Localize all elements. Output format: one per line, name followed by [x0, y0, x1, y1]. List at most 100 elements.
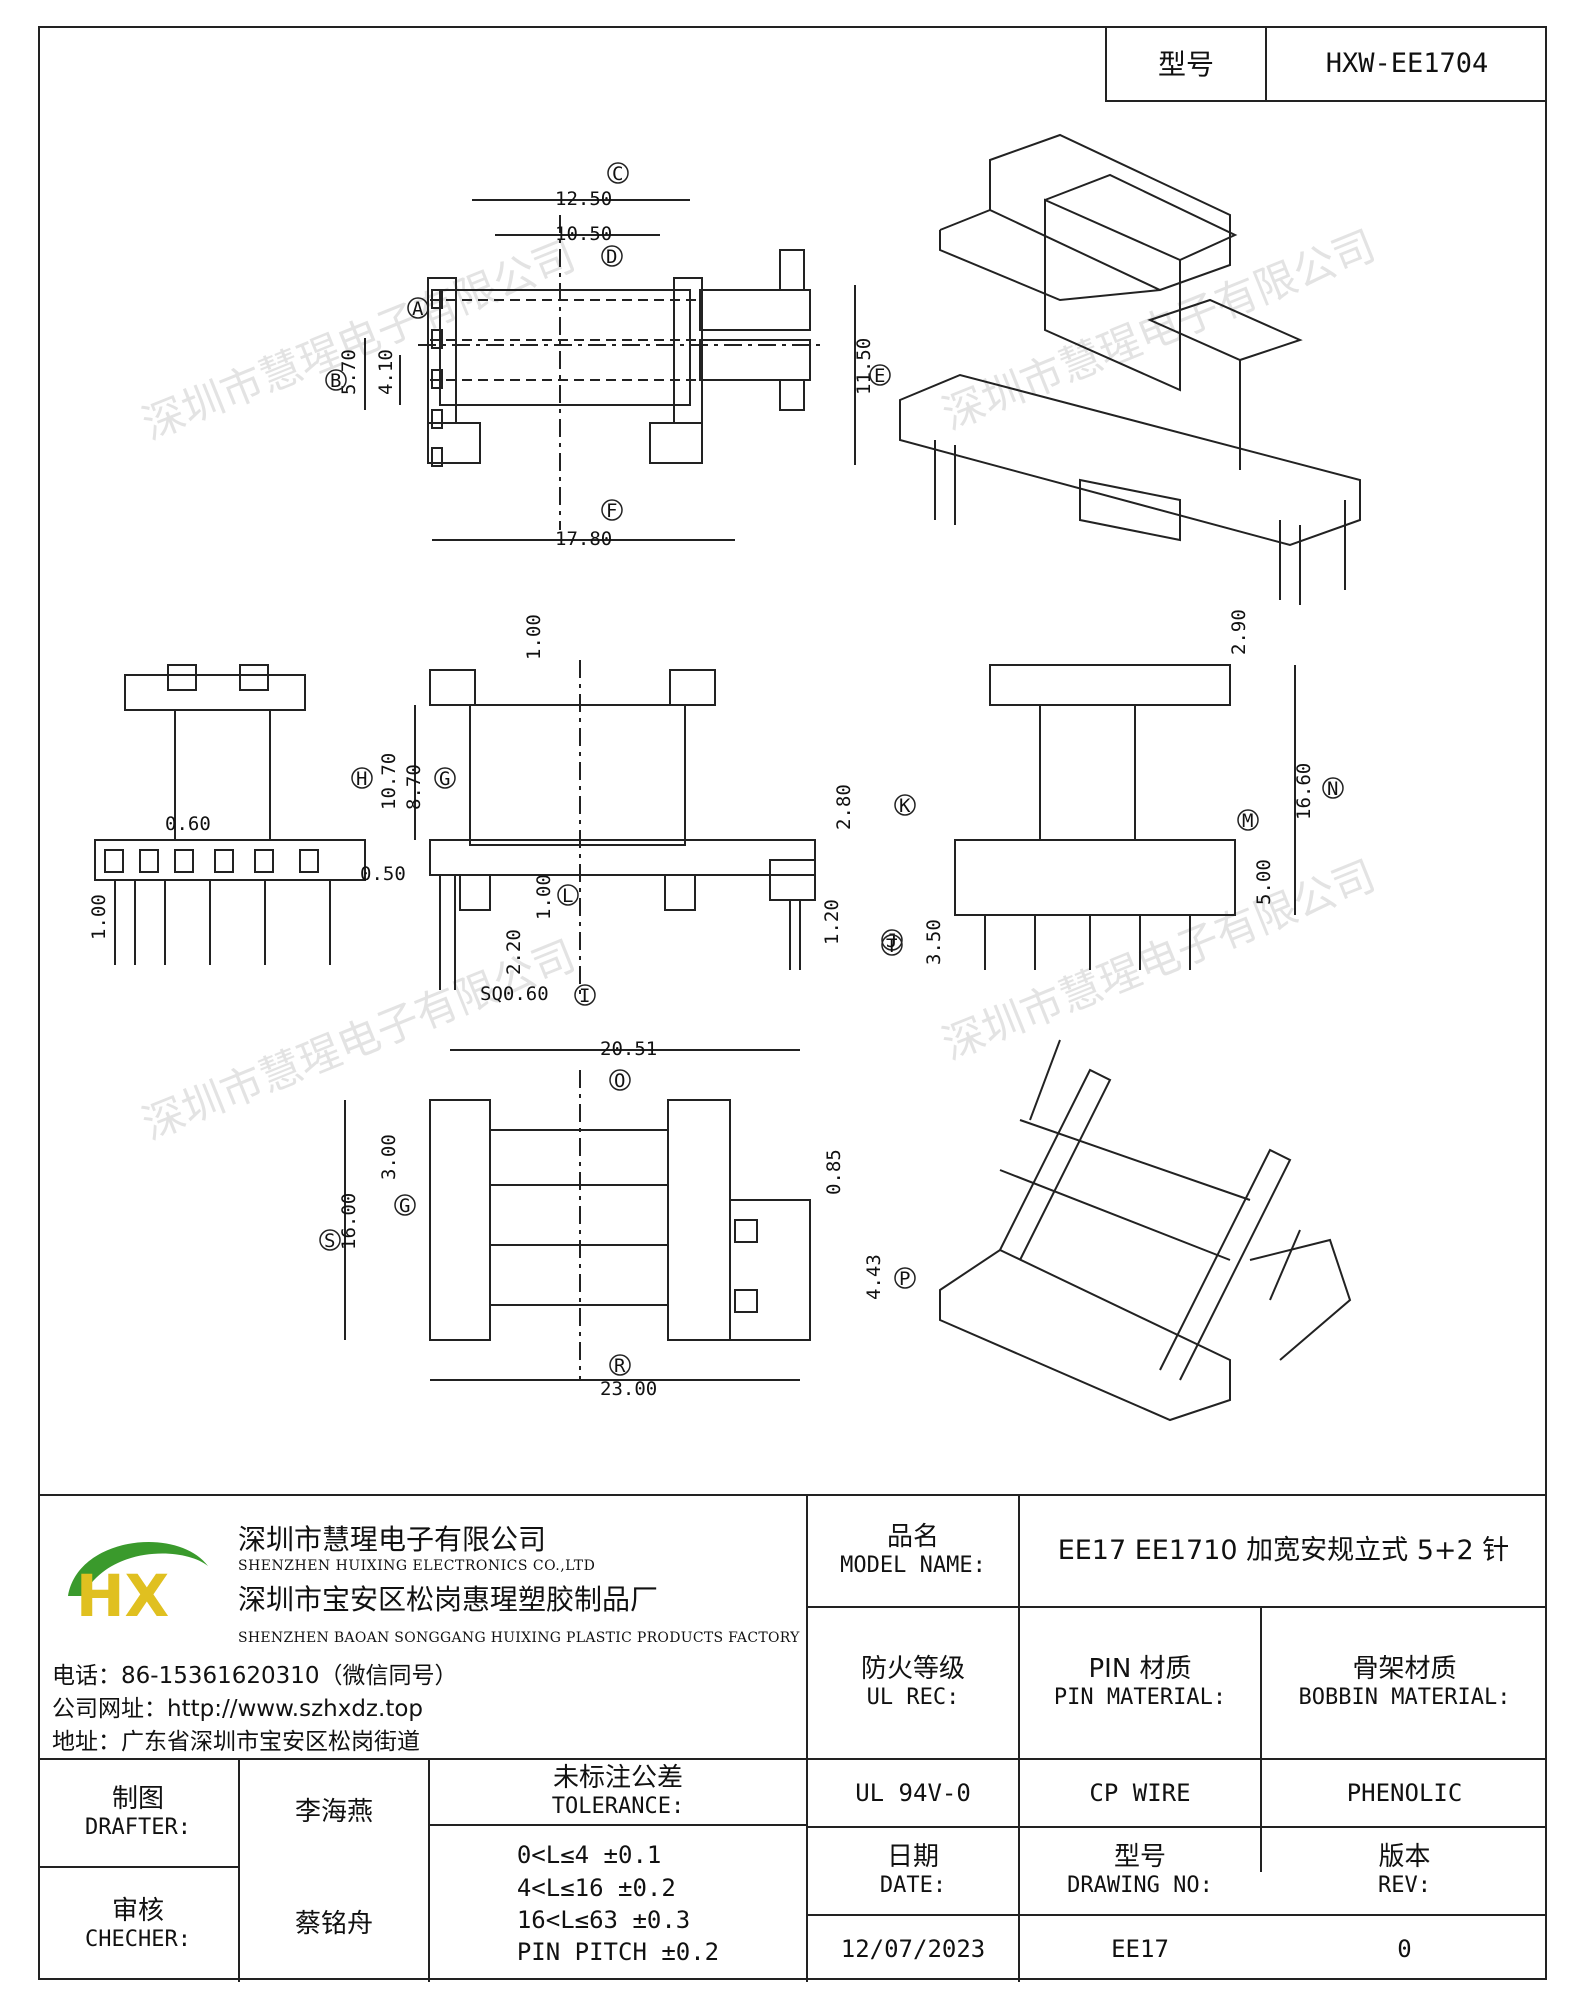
- company-website: 公司网址：http://www.szhxdz.top: [52, 1696, 424, 1722]
- dim-5-70: 5.70: [338, 349, 360, 395]
- dim-5-00: 5.00: [1253, 859, 1275, 905]
- ul-rec-cn: 防火等级: [860, 1654, 965, 1685]
- date-cn: 日期: [886, 1842, 939, 1873]
- rev-cn: 版本: [1378, 1842, 1431, 1873]
- top-view: [364, 199, 856, 541]
- marker-o: O: [614, 1070, 625, 1092]
- watermark-text: 深圳市慧瑆电子有限公司: [935, 221, 1382, 440]
- dim-1-00-left: 1.00: [88, 894, 110, 940]
- dim-23-00: 23.00: [600, 1378, 657, 1400]
- dim-0-60: 0.60: [165, 813, 211, 835]
- pin-material-cn: PIN 材质: [1088, 1654, 1192, 1685]
- tolerance-en: TOLERANCE:: [551, 1794, 685, 1820]
- model-number-box: 型号 HXW-EE1704: [1105, 26, 1547, 102]
- model-value: HXW-EE1704: [1325, 47, 1489, 79]
- front-view-left: [94, 664, 366, 965]
- tolerance-label: 未标注公差 TOLERANCE:: [430, 1760, 806, 1824]
- ul-rec-value: UL 94V-0: [855, 1778, 971, 1807]
- marker-r: R: [614, 1355, 626, 1377]
- dim-8-70: 8.70: [403, 764, 425, 810]
- pin-material-value: CP WIRE: [1089, 1778, 1191, 1807]
- marker-c: C: [612, 163, 623, 185]
- pin-material-en: PIN MATERIAL:: [1053, 1685, 1227, 1711]
- company-address: 地址：广东省深圳市宝安区松岗街道: [52, 1729, 420, 1755]
- technical-drawing: 深圳市慧瑆电子有限公司 深圳市慧瑆电子有限公司 深圳市慧瑆电子有限公司 深圳市慧…: [88, 133, 1382, 1422]
- checker-cn: 审核: [111, 1896, 164, 1927]
- dim-20-51: 20.51: [600, 1038, 657, 1060]
- drafter-name: 李海燕: [294, 1797, 373, 1828]
- tolerance-line: 4<L≤16 ±0.2: [516, 1873, 676, 1902]
- marker-i: I: [579, 985, 590, 1007]
- bobbin-material-value: PHENOLIC: [1346, 1778, 1463, 1807]
- dim-1-00-center: 1.00: [533, 874, 555, 920]
- marker-b: B: [330, 370, 341, 392]
- bobbin-material-cn: 骨架材质: [1352, 1654, 1457, 1685]
- drafter-en: DRAFTER:: [85, 1815, 191, 1841]
- dim-0-50: 0.50: [360, 863, 406, 885]
- model-name-cn: 品名: [886, 1522, 939, 1553]
- bobbin-material-en: BOBBIN MATERIAL:: [1298, 1685, 1511, 1711]
- checker-label: 审核 CHECHER:: [38, 1868, 238, 1982]
- dim-0-85: 0.85: [823, 1149, 845, 1195]
- tolerance-line: 16<L≤63 ±0.3: [516, 1906, 691, 1934]
- bobbin-material-label: 骨架材质 BOBBIN MATERIAL:: [1262, 1608, 1547, 1758]
- date-value: 12/07/2023: [840, 1934, 986, 1963]
- marker-p: P: [899, 1268, 910, 1290]
- tolerance-line: 0<L≤4 ±0.1: [516, 1841, 662, 1870]
- marker-j: J: [886, 930, 897, 952]
- ul-rec-en: UL REC:: [866, 1685, 960, 1711]
- dimension-markers: C D A B E F H G K L I J N M T O G S P R: [319, 162, 1344, 1377]
- watermark-text: 深圳市慧瑆电子有限公司: [935, 851, 1382, 1070]
- marker-d: D: [606, 246, 617, 268]
- tolerance-cn: 未标注公差: [552, 1763, 683, 1794]
- ul-rec-label: 防火等级 UL REC:: [808, 1608, 1018, 1758]
- dim-16-60: 16.60: [1293, 763, 1315, 820]
- dimension-labels: 12.50 10.50 5.70 4.10 11.50 17.80 1.00 1…: [88, 188, 1315, 1400]
- company-info: HX 深圳市慧瑆电子有限公司 SHENZHEN HUIXING ELECTRON…: [38, 1496, 808, 1758]
- date-label: 日期 DATE:: [808, 1828, 1018, 1914]
- marker-h: H: [356, 768, 367, 790]
- drawing-frame: [38, 26, 1547, 1980]
- dim-10-50: 10.50: [555, 223, 612, 245]
- dim-3-00: 3.00: [378, 1134, 400, 1180]
- marker-m: M: [1242, 810, 1253, 832]
- watermark-group: 深圳市慧瑆电子有限公司 深圳市慧瑆电子有限公司 深圳市慧瑆电子有限公司 深圳市慧…: [135, 221, 1382, 1150]
- drawing-no-en: DRAWING NO:: [1067, 1873, 1213, 1899]
- tolerance-line: PIN PITCH ±0.2: [516, 1938, 720, 1967]
- dim-4-43: 4.43: [863, 1254, 885, 1300]
- marker-f: F: [606, 500, 617, 522]
- dim-2-80: 2.80: [833, 784, 855, 830]
- marker-g-bottom: G: [399, 1195, 410, 1217]
- dim-2-90: 2.90: [1228, 609, 1250, 655]
- checker-en: CHECHER:: [85, 1927, 191, 1953]
- side-view-right: [954, 664, 1296, 970]
- dim-sq0-60: SQ0.60: [480, 983, 549, 1005]
- dim-12-50: 12.50: [555, 188, 612, 210]
- factory-name-cn: 深圳市宝安区松岗惠瑆塑胶制品厂: [238, 1583, 659, 1616]
- iso-view-bottom: [939, 1039, 1352, 1422]
- front-view-center: [414, 660, 816, 1000]
- dim-16-00: 16.00: [338, 1193, 360, 1250]
- dim-1-20: 1.20: [821, 899, 843, 945]
- drawing-no-value: EE17: [1111, 1934, 1169, 1963]
- logo-text: HX: [76, 1562, 169, 1630]
- marker-t: T: [886, 935, 897, 957]
- model-label: 型号: [1107, 26, 1267, 100]
- marker-l: L: [562, 885, 573, 907]
- tolerance-values: 0<L≤4 ±0.1 4<L≤16 ±0.2 16<L≤63 ±0.3 PIN …: [430, 1826, 806, 1982]
- drafter-label: 制图 DRAFTER:: [38, 1760, 238, 1866]
- rev-value: 0: [1397, 1934, 1412, 1963]
- bottom-view: [344, 1049, 811, 1381]
- company-name-en: SHENZHEN HUIXING ELECTRONICS CO.,LTD: [238, 1558, 596, 1574]
- model-name-label: 品名 MODEL NAME:: [808, 1496, 1018, 1606]
- company-phone: 电话：86-15361620310（微信同号）: [52, 1663, 458, 1689]
- marker-k: K: [899, 795, 911, 817]
- company-name-cn: 深圳市慧瑆电子有限公司: [238, 1523, 547, 1556]
- date-en: DATE:: [879, 1873, 947, 1899]
- company-logo: HX: [68, 1542, 208, 1630]
- title-block: HX 深圳市慧瑆电子有限公司 SHENZHEN HUIXING ELECTRON…: [38, 1494, 1547, 1982]
- factory-name-en: SHENZHEN BAOAN SONGGANG HUIXING PLASTIC …: [238, 1630, 800, 1646]
- pin-material-label: PIN 材质 PIN MATERIAL:: [1020, 1608, 1260, 1758]
- checker-name: 蔡铭舟: [294, 1909, 373, 1940]
- dim-10-70: 10.70: [378, 753, 400, 810]
